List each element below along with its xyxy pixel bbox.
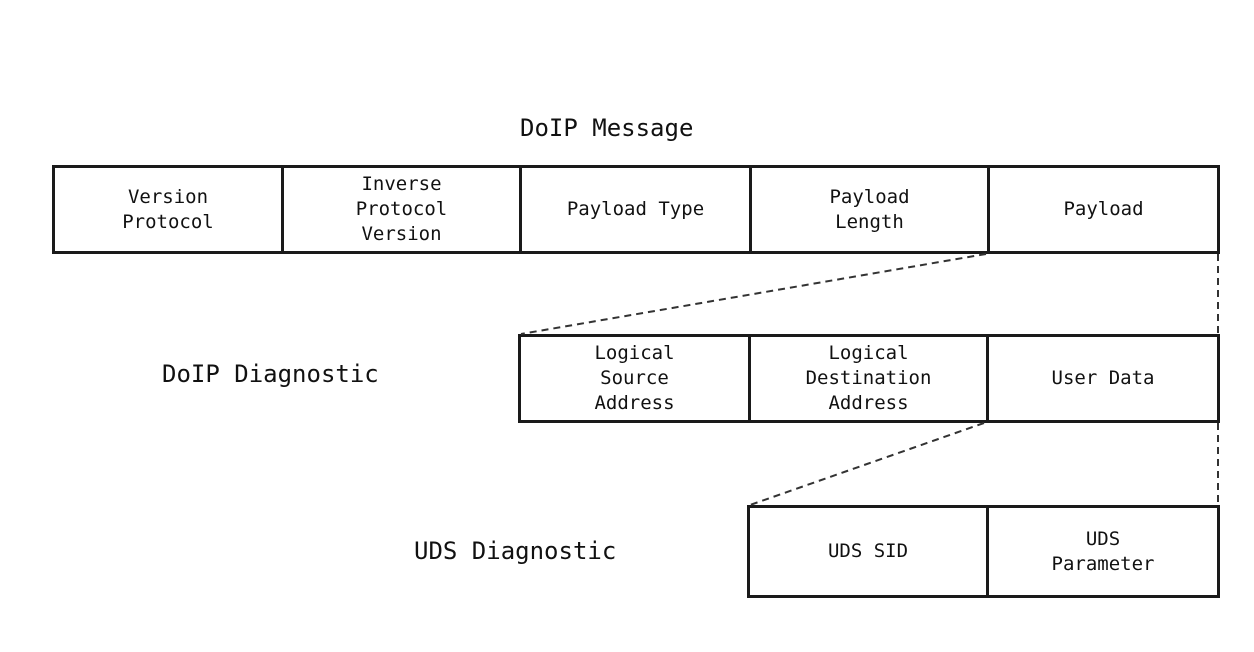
field-logical-source-address: Logical Source Address [521,337,751,420]
field-uds-parameter: UDS Parameter [1051,527,1155,575]
field-payload-type: Payload Type [522,168,752,251]
connector-userdata-left [749,422,985,506]
field-version-protocol: Version Protocol [55,168,284,251]
field-payload-length: Payload Length [752,168,990,251]
uds-diagnostic-row: UDS SID UDS Parameter [747,505,1220,598]
uds-diagnostic-title: UDS Diagnostic [414,537,617,565]
doip-message-row: Version Protocol Inverse Protocol Versio… [52,165,1220,254]
doip-diagnostic-title: DoIP Diagnostic [162,360,379,388]
doip-diagnostic-row: Logical Source Address Logical Destinati… [518,334,1220,423]
field-uds-sid: UDS SID [750,508,989,595]
connector-payload-left [520,253,987,335]
field-logical-destination-address: Logical Destination Address [751,337,989,420]
field-user-data: User Data [1051,367,1155,390]
field-payload: Payload [1063,198,1144,221]
doip-message-title: DoIP Message [520,114,694,142]
field-inverse-protocol-version: Inverse Protocol Version [284,168,522,251]
